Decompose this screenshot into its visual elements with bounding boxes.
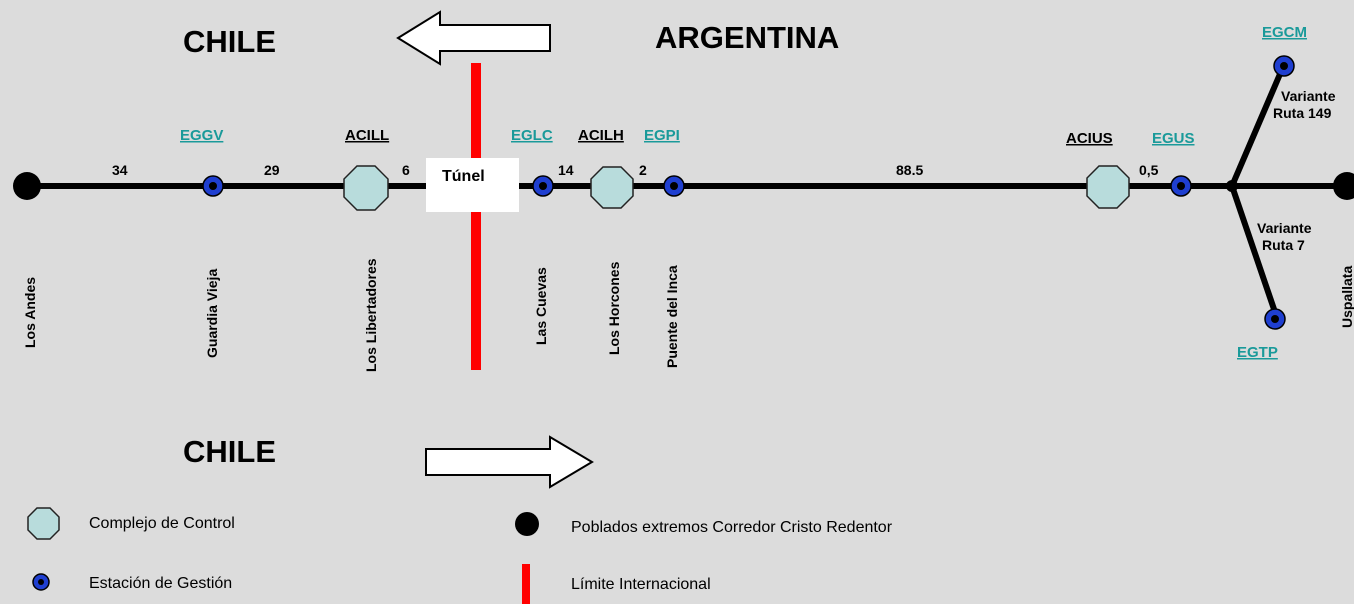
station-egpi[interactable] [663, 175, 685, 197]
control-code-acilh: ACILH [578, 127, 624, 144]
place-las-cuevas: Las Cuevas [533, 267, 549, 345]
legend-international-limit: Límite Internacional [571, 576, 711, 593]
legend-octagon-icon [27, 507, 60, 540]
control-complex-acill [343, 165, 389, 211]
place-los-horcones: Los Horcones [606, 261, 622, 355]
legend-town-dot-icon [515, 512, 539, 536]
station-egtp[interactable] [1264, 308, 1286, 330]
variant-ruta-7-line2: Ruta 7 [1262, 237, 1305, 253]
legend-control-complex: Complejo de Control [89, 515, 235, 532]
country-label-chile-bottom: CHILE [183, 434, 276, 469]
international-border-line [471, 63, 481, 370]
station-egus[interactable] [1170, 175, 1192, 197]
town-dot-uspallata [1333, 172, 1354, 200]
station-egcm[interactable] [1273, 55, 1295, 77]
control-code-acius: ACIUS [1066, 130, 1113, 147]
tunnel-label: Túnel [442, 168, 485, 185]
legend-extreme-towns: Poblados extremos Corredor Cristo Redent… [571, 519, 893, 536]
tunnel-box [426, 158, 519, 212]
station-code-egtp[interactable]: EGTP [1237, 344, 1278, 361]
branch-ruta-149 [1229, 65, 1286, 188]
distance-label: 14 [558, 162, 574, 178]
junction-node [1226, 180, 1238, 192]
legend-border-line-icon [522, 564, 530, 604]
distance-label: 2 [639, 162, 647, 178]
place-puente-del-inca: Puente del Inca [664, 265, 680, 368]
station-eggv[interactable] [202, 175, 224, 197]
control-complex-acilh [590, 166, 634, 209]
distance-label: 88.5 [896, 162, 923, 178]
arrow-right-icon [425, 435, 594, 489]
variant-ruta-7-line1: Variante [1257, 220, 1312, 236]
distance-label: 6 [402, 162, 410, 178]
country-label-argentina: ARGENTINA [655, 20, 839, 55]
branch-ruta-7 [1229, 185, 1280, 319]
place-uspallata: Uspallata [1339, 266, 1354, 328]
control-code-acill: ACILL [345, 127, 389, 144]
station-code-egpi[interactable]: EGPI [644, 127, 680, 144]
station-eglc[interactable] [532, 175, 554, 197]
variant-ruta-149-line2: Ruta 149 [1273, 105, 1332, 121]
place-los-andes: Los Andes [22, 277, 38, 348]
legend-station-icon [32, 573, 50, 591]
variant-ruta-149-line1: Variante [1281, 88, 1336, 104]
distance-label: 29 [264, 162, 280, 178]
station-code-egus[interactable]: EGUS [1152, 130, 1195, 147]
town-dot-los-andes [13, 172, 41, 200]
country-label-chile-top: CHILE [183, 24, 276, 59]
control-complex-acius [1086, 165, 1130, 209]
distance-label: 0,5 [1139, 162, 1159, 178]
place-guardia-vieja: Guardia Vieja [204, 269, 220, 358]
place-los-libertadores: Los Libertadores [363, 258, 379, 372]
station-code-egcm[interactable]: EGCM [1262, 24, 1307, 41]
legend-management-station: Estación de Gestión [89, 575, 232, 592]
arrow-left-icon [396, 10, 551, 66]
distance-label: 34 [112, 162, 128, 178]
station-code-eglc[interactable]: EGLC [511, 127, 553, 144]
station-code-eggv[interactable]: EGGV [180, 127, 223, 144]
